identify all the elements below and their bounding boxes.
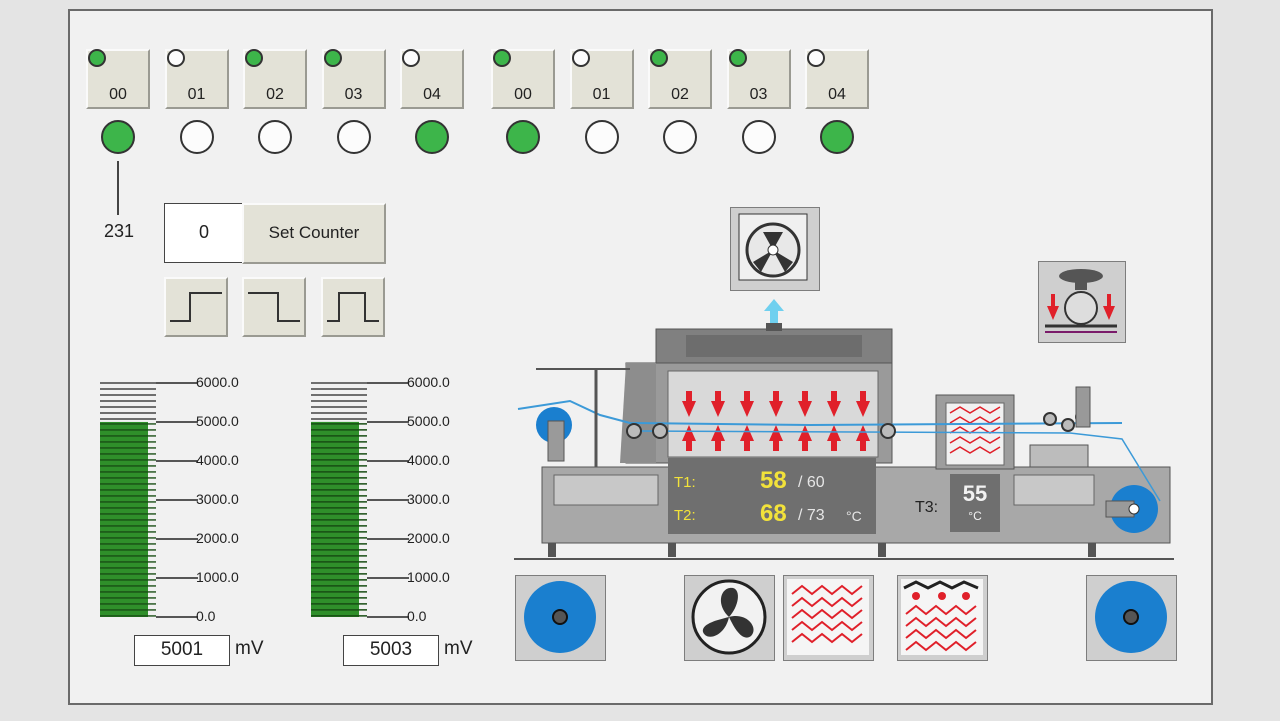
channel-output-led [506, 120, 540, 154]
gauge-tick-label: 4000.0 [407, 452, 450, 468]
channel-button-label: 00 [109, 86, 127, 103]
fan-icon [691, 579, 767, 655]
gauge-tick-label: 0.0 [407, 608, 427, 624]
set-counter-button[interactable]: Set Counter [242, 203, 386, 264]
rising-edge-button[interactable] [164, 277, 228, 337]
t1-label: T1: [674, 474, 696, 491]
channel-button-label: 02 [266, 86, 284, 103]
gauge-tick-label: 5000.0 [196, 413, 239, 429]
t2-value: 68 [760, 500, 787, 527]
channel-button-label: 04 [423, 86, 441, 103]
press-roller-icon [1045, 269, 1117, 333]
unwind-reel-button[interactable] [515, 575, 606, 661]
gauge-tick-label: 0.0 [196, 608, 216, 624]
gauge-tick-label: 1000.0 [196, 569, 239, 585]
gauge-tick-label: 1000.0 [407, 569, 450, 585]
channel-output-led [663, 120, 697, 154]
channel-output-led [584, 120, 619, 154]
t3-label: T3: [915, 499, 939, 516]
channel-status-led-small [728, 49, 747, 67]
channel-status-led-small [650, 49, 668, 67]
channel-button-label: 03 [344, 86, 363, 103]
rewind-reel-icon [1095, 581, 1167, 653]
channel-output-led [179, 120, 214, 154]
pulse-button[interactable] [321, 277, 385, 337]
gauge-tick-label: 2000.0 [407, 530, 450, 546]
machine-diagram [514, 328, 1174, 560]
falling-edge-icon [248, 292, 300, 322]
gauge-tick-label: 6000.0 [196, 374, 239, 390]
gauge-tick-label: 3000.0 [196, 491, 239, 507]
heater-ir-icon [901, 579, 983, 655]
gauge-tick-label: 4000.0 [196, 452, 239, 468]
gauge-right-unit: mV [444, 638, 473, 659]
heater-icon [787, 579, 869, 655]
channel-output-led [336, 120, 371, 154]
counter-value-field[interactable]: 0 [164, 203, 244, 263]
t2-label: T2: [674, 507, 696, 524]
t3-unit: °C [968, 509, 982, 523]
channel-button-label: 01 [187, 86, 206, 103]
channel-status-led-small [245, 49, 263, 67]
press-roller-button[interactable] [1038, 261, 1126, 343]
t2-setpoint: / 73 [798, 507, 825, 524]
channel-button-label: 04 [828, 86, 846, 103]
channel-status-led-small [807, 49, 825, 67]
heater-button[interactable] [783, 575, 874, 661]
gauge-tick-label: 6000.0 [407, 374, 450, 390]
t1-value: 58 [760, 467, 787, 494]
falling-edge-button[interactable] [242, 277, 306, 337]
gauge-tick-label: 5000.0 [407, 413, 450, 429]
exhaust-arrow-icon [764, 299, 784, 331]
channel-status-led-small [323, 49, 342, 67]
channel-status-led-small [402, 49, 420, 67]
t3-value: 55 [962, 481, 988, 506]
temp-panel-t12 [668, 458, 876, 534]
pulse-icon [327, 292, 379, 322]
channel-status-led-small [88, 49, 106, 67]
channel-status-led-small [166, 49, 185, 67]
channel-status-led-small [493, 49, 511, 67]
channel-output-led [415, 120, 449, 154]
t1-setpoint: / 60 [798, 474, 825, 491]
rising-edge-icon [170, 292, 222, 322]
temp-panel-t3 [950, 474, 1000, 532]
exhaust-fan-button[interactable] [730, 207, 820, 291]
counter-link-value: 231 [104, 221, 135, 241]
t12-unit: °C [846, 508, 862, 524]
channel-status-led-small [571, 49, 590, 67]
channel-button-label: 01 [592, 86, 611, 103]
fan-button[interactable] [684, 575, 775, 661]
channel-button-00[interactable]: 00 [86, 49, 150, 109]
channel-button-label: 02 [671, 86, 689, 103]
gauge-tick-label: 3000.0 [407, 491, 450, 507]
gauge-right-value-field[interactable]: 5003 [343, 635, 439, 666]
unwind-reel-icon [524, 581, 596, 653]
channel-output-led [101, 120, 135, 154]
gauge-left-unit: mV [235, 638, 264, 659]
gauge-tick-label: 2000.0 [196, 530, 239, 546]
gauge-scale-svg [100, 382, 198, 618]
channel-button-01[interactable]: 01 [569, 49, 634, 109]
channel-button-label: 03 [749, 86, 768, 103]
channel-output-led [741, 120, 776, 154]
rewind-reel-button[interactable] [1086, 575, 1177, 661]
channel-button-label: 00 [514, 86, 532, 103]
gauge-left-value-field[interactable]: 5001 [134, 635, 230, 666]
heater-ir-button[interactable] [897, 575, 988, 661]
channel-output-led [258, 120, 292, 154]
counter-link-line [117, 161, 119, 215]
exhaust-fan-icon [738, 213, 808, 281]
gauge-scale-svg [311, 382, 409, 618]
channel-output-led [820, 120, 854, 154]
